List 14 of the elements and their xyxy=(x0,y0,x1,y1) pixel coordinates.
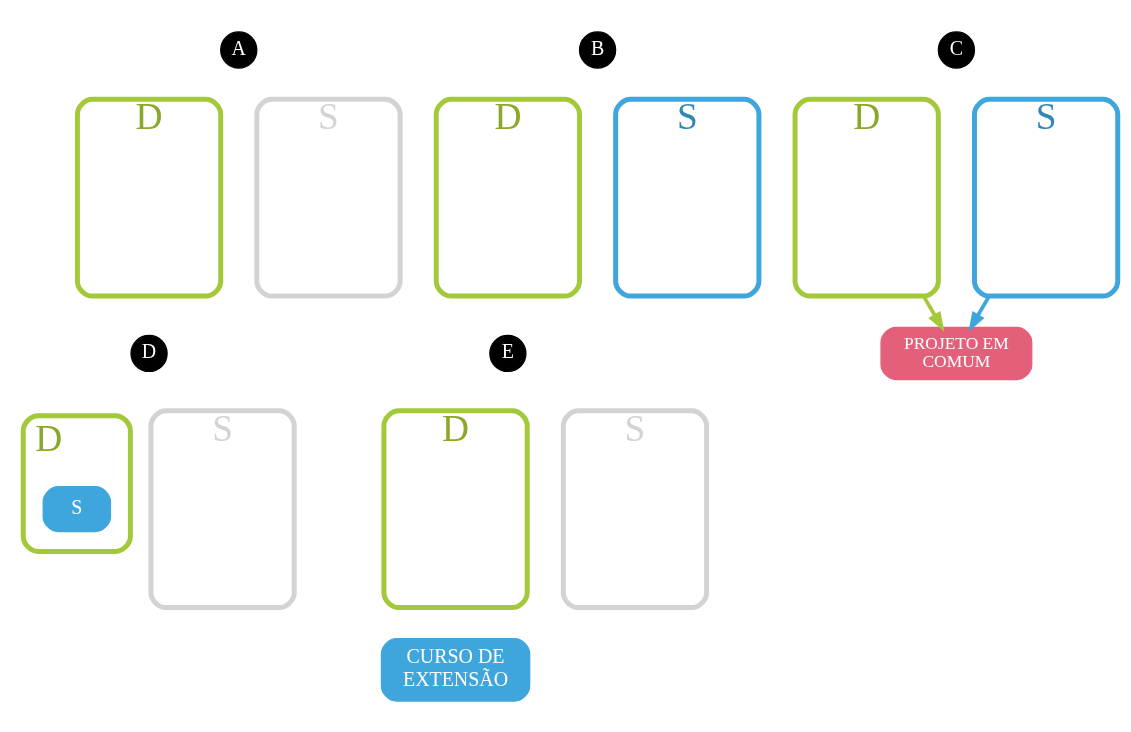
node-box: D xyxy=(74,96,224,299)
node-box: D xyxy=(381,407,530,610)
node-box: S xyxy=(613,96,762,299)
node-box: S xyxy=(42,485,112,532)
node-circle: C xyxy=(937,30,976,69)
node-circle: D xyxy=(130,334,168,372)
node-box: D xyxy=(792,96,941,299)
node-circle: E xyxy=(489,334,527,372)
node-box: CURSO DE EXTENSÃO xyxy=(380,637,531,702)
node-circle: A xyxy=(220,30,258,69)
node-box: S xyxy=(971,96,1121,299)
node-box: PROJETO EM COMUM xyxy=(880,326,1033,380)
node-circle: B xyxy=(578,30,617,69)
node-box: D xyxy=(433,96,582,299)
